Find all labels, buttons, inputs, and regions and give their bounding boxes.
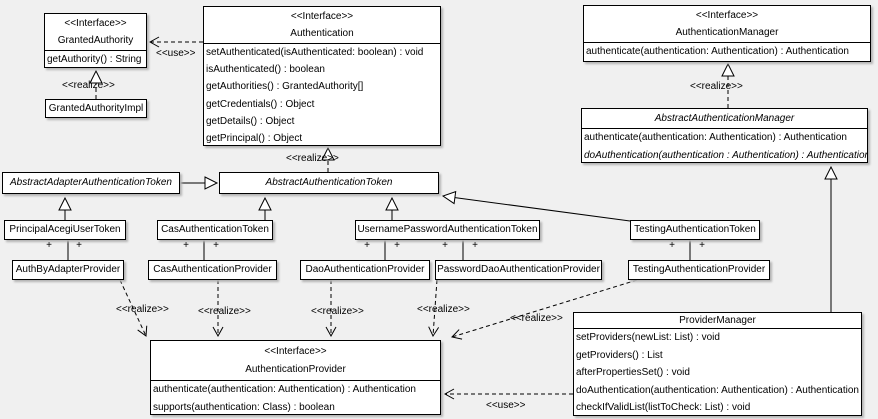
class-auth-by-adapter-provider: AuthByAdapterProvider (12, 260, 124, 280)
class-password-dao-authentication-provider: PasswordDaoAuthenticationProvider (435, 260, 602, 280)
class-name: AbstractAuthenticationToken (265, 177, 393, 188)
class-name: PasswordDaoAuthenticationProvider (437, 264, 600, 275)
method: getAuthorities() : GrantedAuthority[] (206, 81, 364, 93)
method: afterPropertiesSet() : void (576, 367, 690, 379)
assoc-plus-marker: + (76, 240, 82, 251)
assoc-plus-marker: + (472, 240, 478, 251)
realize-label: <<realize>> (286, 153, 339, 164)
class-name: DaoAuthenticationProvider (305, 264, 425, 275)
use-label: <<use>> (486, 400, 526, 411)
stereotype-label: <<Interface>> (264, 346, 327, 357)
class-abstract-authentication-token: AbstractAuthenticationToken (219, 172, 439, 194)
assoc-plus-marker: + (442, 240, 448, 251)
method: getDetails() : Object (206, 115, 295, 127)
class-cas-authentication-provider: CasAuthenticationProvider (148, 260, 277, 280)
realize-label: <<realize>> (417, 304, 470, 315)
realize-label: <<realize>> (690, 81, 743, 92)
method-list: getAuthority() : String (45, 51, 146, 67)
method: authenticate(authentication: Authenticat… (586, 46, 849, 57)
class-name: AuthenticationManager (675, 27, 779, 38)
assoc-plus-marker: + (669, 240, 675, 251)
class-name: GrantedAuthorityImpl (48, 103, 144, 114)
class-name: Authentication (290, 28, 354, 39)
realize-label: <<realize>> (62, 80, 115, 91)
method-list: setProviders(newList: List) : void getPr… (574, 329, 861, 415)
class-abstract-adapter-authentication-token: AbstractAdapterAuthenticationToken (2, 172, 180, 194)
edge-realize-auth-by-adapter-provider (119, 279, 148, 337)
method: getProviders() : List (576, 349, 663, 361)
method: setAuthenticated(isAuthenticated: boolea… (206, 47, 424, 58)
class-cas-authentication-token: CasAuthenticationToken (157, 220, 273, 240)
stereotype-label: <<Interface>> (290, 11, 354, 22)
class-name: PrincipalAcegiUserToken (9, 224, 121, 235)
method: supports(authentication: Class) : boolea… (153, 401, 335, 413)
realize-label: <<realize>> (198, 306, 251, 317)
assoc-plus-marker: + (394, 240, 400, 251)
assoc-plus-marker: + (213, 240, 219, 251)
assoc-plus-marker: + (183, 240, 189, 251)
class-header: <<Interface>> AuthenticationManager (584, 6, 870, 43)
class-name: UsernamePasswordAuthenticationToken (357, 224, 538, 235)
class-name: AuthenticationProvider (245, 364, 346, 375)
stereotype-label: <<Interface>> (64, 18, 127, 29)
method: isAuthenticated() : boolean (206, 64, 325, 76)
stereotype-label: <<Interface>> (695, 10, 759, 21)
class-name: TestingAuthenticationProvider (632, 264, 766, 275)
class-name: TestingAuthenticationToken (634, 224, 756, 235)
class-authentication-provider: <<Interface>> AuthenticationProvider aut… (150, 340, 441, 415)
class-granted-authority: <<Interface>> GrantedAuthority getAuthor… (44, 13, 147, 68)
class-testing-authentication-provider: TestingAuthenticationProvider (628, 260, 770, 280)
method-list: authenticate(authentication: Authenticat… (582, 129, 867, 162)
method: authenticate(authentication: Authenticat… (584, 132, 847, 143)
edge-realize-password-dao-provider (428, 279, 440, 338)
class-granted-authority-impl: GrantedAuthorityImpl (45, 99, 147, 118)
assoc-plus-marker: + (46, 240, 52, 251)
class-name: AuthByAdapterProvider (15, 264, 121, 275)
method: getPrincipal() : Object (206, 133, 303, 145)
class-authentication: <<Interface>> Authentication setAuthenti… (203, 6, 441, 146)
method-abstract: doAuthentication(authentication : Authen… (584, 149, 867, 161)
class-provider-manager: ProviderManager setProviders(newList: Li… (573, 312, 862, 416)
class-testing-authentication-token: TestingAuthenticationToken (630, 220, 760, 240)
class-header: <<Interface>> GrantedAuthority (45, 14, 146, 51)
class-name: GrantedAuthority (57, 35, 134, 46)
method: setProviders(newList: List) : void (576, 332, 720, 343)
assoc-plus-marker: + (699, 240, 705, 251)
use-label: <<use>> (156, 48, 196, 59)
method-list: authenticate(authentication: Authenticat… (584, 43, 870, 61)
realize-label: <<realize>> (116, 304, 169, 315)
method-list: setAuthenticated(isAuthenticated: boolea… (204, 44, 440, 145)
edge-gen-testing-token (441, 190, 631, 222)
method: getCredentials() : Object (206, 98, 315, 110)
method: doAuthentication(authentication: Authent… (576, 384, 859, 396)
class-authentication-manager: <<Interface>> AuthenticationManager auth… (583, 5, 871, 62)
realize-label: <<realize>> (311, 306, 364, 317)
method: checkIfValidList(listToCheck: List) : vo… (576, 402, 751, 414)
class-header: <<Interface>> Authentication (204, 7, 440, 44)
class-abstract-authentication-manager: AbstractAuthenticationManager authentica… (581, 108, 868, 163)
method: authenticate(authentication: Authenticat… (153, 384, 416, 395)
method: getAuthority() : String (47, 54, 142, 65)
class-username-password-authentication-token: UsernamePasswordAuthenticationToken (355, 220, 540, 240)
class-name: CasAuthenticationProvider (153, 264, 272, 275)
class-name: AbstractAdapterAuthenticationToken (10, 177, 172, 188)
class-name: CasAuthenticationToken (161, 224, 269, 235)
class-header: <<Interface>> AuthenticationProvider (151, 341, 440, 381)
class-name: ProviderManager (574, 313, 861, 329)
edge-realize-testing-provider (451, 279, 638, 340)
class-name: AbstractAuthenticationManager (582, 109, 867, 129)
method-list: authenticate(authentication: Authenticat… (151, 381, 440, 414)
class-dao-authentication-provider: DaoAuthenticationProvider (300, 260, 430, 280)
realize-label: <<realize>> (510, 313, 563, 324)
assoc-plus-marker: + (364, 240, 370, 251)
class-principal-acegi-user-token: PrincipalAcegiUserToken (4, 220, 126, 240)
